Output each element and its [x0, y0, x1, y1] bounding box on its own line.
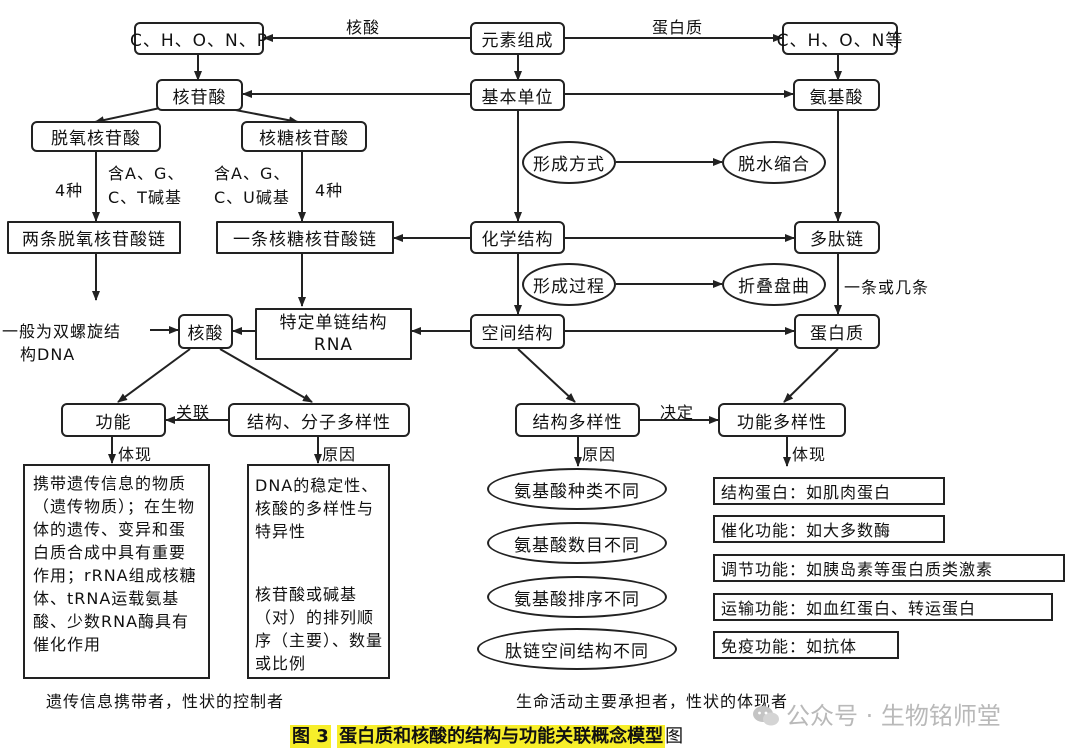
polypeptide-box: 多肽链: [794, 221, 880, 254]
reason-right-label: 原因: [582, 445, 617, 464]
watermark-text: 公众号 · 生物铭师堂: [786, 702, 1001, 730]
embody-right-label: 体现: [792, 445, 827, 464]
function-box: 功能: [61, 403, 166, 437]
rna-line1: 特定单链结构: [279, 313, 388, 333]
caption-prefix: 图 3: [290, 725, 331, 748]
peptide-spatial-ellipse: 肽链空间结构不同: [477, 628, 677, 670]
watermark: 公众号 · 生物铭师堂: [752, 696, 1001, 731]
folding-ellipse: 折叠盘曲: [722, 263, 826, 306]
dna-note-line2: 构DNA: [20, 345, 76, 364]
element-composition-box: 元素组成: [470, 22, 565, 55]
diversity-reason-panel: DNA的稳定性、核酸的多样性与特异性 核苷酸或碱基（对）的排列顺序（主要）、数量…: [247, 464, 390, 679]
one-ribo-chain-box: 一条核糖核苷酸链: [216, 221, 394, 254]
wechat-icon: [753, 706, 779, 726]
dna-stability-text: DNA的稳定性、核酸的多样性与特异性: [255, 476, 379, 541]
function-item-immunity: 免疫功能：如抗体: [713, 631, 899, 659]
deoxynucleotide-box: 脱氧核苷酸: [31, 121, 161, 152]
function-description: 携带遗传信息的物质（遗传物质）；在生物体的遗传、变异和蛋白质合成中具有重要作用；…: [23, 464, 210, 679]
formation-mode-ellipse: 形成方式: [522, 141, 616, 184]
protein-box: 蛋白质: [794, 314, 880, 349]
function-diversity-box: 功能多样性: [718, 403, 846, 437]
rna-box: 特定单链结构 RNA: [255, 308, 412, 360]
four-kinds-left-label: 4种: [55, 181, 84, 200]
function-item-structural: 结构蛋白：如肌肉蛋白: [713, 477, 945, 505]
bottom-left-summary: 遗传信息携带者，性状的控制者: [46, 692, 285, 711]
ribonucleotide-box: 核糖核苷酸: [241, 121, 367, 152]
bases-atgc-line2: C、T碱基: [108, 188, 182, 207]
spatial-structure-box: 空间结构: [470, 314, 565, 349]
aa-type-ellipse: 氨基酸种类不同: [487, 468, 667, 510]
two-deoxy-chains-box: 两条脱氧核苷酸链: [7, 221, 181, 254]
structure-diversity-protein-box: 结构多样性: [515, 403, 640, 437]
dehydration-ellipse: 脱水缩合: [722, 141, 826, 184]
formation-process-ellipse: 形成过程: [522, 263, 616, 306]
rna-line2: RNA: [313, 335, 354, 355]
dna-note-line1: 一般为双螺旋结: [2, 322, 122, 341]
figure-caption: 图 3 蛋白质和核酸的结构与功能关联概念模型图: [290, 722, 683, 748]
function-item-transport: 运输功能：如血红蛋白、转运蛋白: [713, 593, 1053, 621]
caption-title: 蛋白质和核酸的结构与功能关联概念模型: [337, 725, 666, 748]
protein-edge-label: 蛋白质: [652, 18, 704, 37]
related-label: 关联: [176, 403, 211, 422]
bases-augc-line2: C、U碱基: [214, 188, 290, 207]
aa-number-ellipse: 氨基酸数目不同: [487, 522, 667, 564]
amino-acid-box: 氨基酸: [793, 79, 880, 111]
bases-atgc-line1: 含A、G、: [108, 164, 185, 183]
decides-label: 决定: [660, 403, 695, 422]
chemical-structure-box: 化学结构: [470, 221, 565, 254]
elements-protein-box: C、H、O、N等: [777, 22, 902, 55]
aa-order-ellipse: 氨基酸排序不同: [487, 576, 667, 618]
nucleotide-order-text: 核苷酸或碱基（对）的排列顺序（主要）、数量或比例: [255, 585, 384, 673]
embody-left-label: 体现: [118, 445, 153, 464]
caption-suffix: 图: [665, 726, 684, 747]
elements-nucleic-box: C、H、O、N、P: [130, 22, 267, 55]
structure-diversity-na-box: 结构、分子多样性: [228, 403, 410, 437]
one-or-more-label: 一条或几条: [844, 278, 930, 297]
function-item-regulation: 调节功能：如胰岛素等蛋白质类激素: [713, 554, 1065, 582]
nucleotide-box: 核苷酸: [156, 79, 243, 111]
reason-left-label: 原因: [322, 445, 357, 464]
bases-augc-line1: 含A、G、: [214, 164, 291, 183]
basic-unit-box: 基本单位: [470, 79, 565, 111]
nucleic-acid-box: 核酸: [178, 314, 233, 349]
function-item-catalysis: 催化功能：如大多数酶: [713, 515, 945, 543]
bottom-right-summary: 生命活动主要承担者，性状的体现者: [516, 692, 789, 711]
nucleic-acid-edge-label: 核酸: [346, 18, 381, 37]
four-kinds-right-label: 4种: [315, 181, 344, 200]
